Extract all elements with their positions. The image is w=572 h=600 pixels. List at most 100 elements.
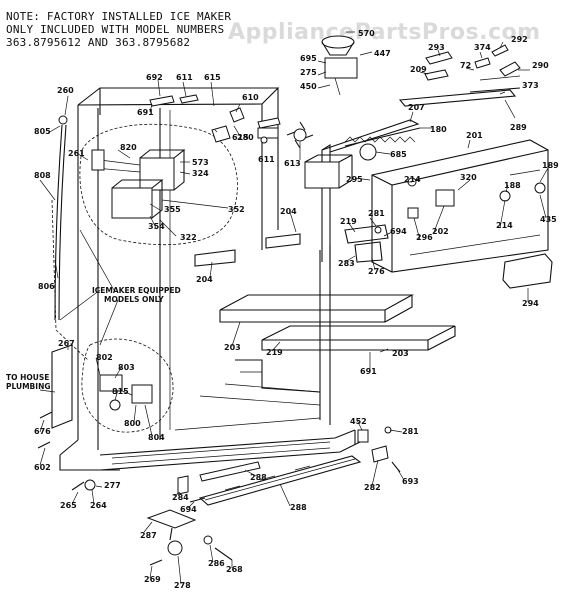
thermostat-control-housing bbox=[304, 143, 377, 189]
part-label: 180 bbox=[430, 125, 447, 134]
control-panel-housing bbox=[371, 139, 549, 273]
part-label: 267 bbox=[58, 339, 75, 348]
part-label: 611 bbox=[176, 73, 193, 82]
part-label: 277 bbox=[104, 481, 121, 490]
part-label: 296 bbox=[416, 233, 433, 242]
part-label: 201 bbox=[466, 131, 483, 140]
part-label: 802 bbox=[96, 353, 113, 362]
part-label: 693 bbox=[402, 477, 419, 486]
part-label: 293 bbox=[428, 43, 445, 52]
part-label: 214 bbox=[496, 221, 513, 230]
leader-lines bbox=[39, 31, 549, 585]
to-house-plumbing-line-1: TO HOUSE bbox=[6, 373, 49, 382]
part-label: 261 bbox=[68, 149, 85, 158]
part-label: 269 bbox=[144, 575, 161, 584]
fan-assembly bbox=[257, 121, 314, 149]
cabinet-liner bbox=[59, 87, 361, 471]
part-label: 209 bbox=[410, 65, 427, 74]
middle-right-hardware bbox=[344, 224, 389, 263]
part-label: 72 bbox=[460, 61, 471, 70]
part-number-labels: 570 447 695 275 450 293 374 292 72 290 209 373 289 69… bbox=[34, 29, 559, 590]
part-label: 290 bbox=[532, 61, 549, 70]
part-label: 691 bbox=[137, 108, 154, 117]
part-label: 808 bbox=[34, 171, 51, 180]
note-line-3: 363.8795612 AND 363.8795682 bbox=[6, 36, 191, 49]
part-label: 287 bbox=[140, 531, 157, 540]
part-label: 281 bbox=[368, 209, 385, 218]
part-label: 355 bbox=[164, 205, 181, 214]
factory-note: NOTE: FACTORY INSTALLED ICE MAKER ONLY I… bbox=[6, 10, 231, 75]
part-label: 207 bbox=[408, 103, 425, 112]
part-label: 805 bbox=[34, 127, 51, 136]
part-label: 204 bbox=[196, 275, 213, 284]
part-label: 570 bbox=[358, 29, 375, 38]
part-label: 613 bbox=[284, 159, 301, 168]
part-label: 278 bbox=[174, 581, 191, 590]
part-label: 573 bbox=[192, 158, 209, 167]
part-label: 281 bbox=[402, 427, 419, 436]
part-label: 322 bbox=[180, 233, 197, 242]
part-label: 289 bbox=[510, 123, 527, 132]
part-label: 695 bbox=[300, 54, 317, 63]
part-label: 214 bbox=[404, 175, 421, 184]
part-label: 692 bbox=[146, 73, 163, 82]
air-duct-channel bbox=[321, 119, 421, 270]
part-label: 615 bbox=[232, 133, 249, 142]
water-line-tubing bbox=[51, 115, 89, 361]
part-label: 803 bbox=[118, 363, 135, 372]
watermark: AppliancePartsPros.com bbox=[228, 20, 541, 45]
part-label: 435 bbox=[540, 215, 557, 224]
note-line-2: ONLY INCLUDED WITH MODEL NUMBERS bbox=[6, 23, 225, 36]
part-label: 219 bbox=[266, 348, 283, 357]
part-label: 324 bbox=[192, 169, 209, 178]
part-label: 202 bbox=[432, 227, 449, 236]
to-house-plumbing-line-2: PLUMBING bbox=[6, 382, 51, 391]
part-label: 288 bbox=[250, 473, 267, 482]
part-label: 374 bbox=[474, 43, 491, 52]
part-label: 602 bbox=[34, 463, 51, 472]
part-label: 447 bbox=[374, 49, 391, 58]
part-label: 295 bbox=[346, 175, 363, 184]
top-hinge-assembly bbox=[321, 35, 358, 96]
part-label: 286 bbox=[208, 559, 225, 568]
part-label: 282 bbox=[364, 483, 381, 492]
part-label: 685 bbox=[390, 150, 407, 159]
part-label: 806 bbox=[38, 282, 55, 291]
part-label: 203 bbox=[392, 349, 409, 358]
part-label: 320 bbox=[460, 173, 477, 182]
part-label: 676 bbox=[34, 427, 51, 436]
part-label: 188 bbox=[504, 181, 521, 190]
bottom-hardware bbox=[37, 411, 401, 566]
top-right-hardware bbox=[398, 44, 521, 107]
part-label: 203 bbox=[224, 343, 241, 352]
part-label: 615 bbox=[204, 73, 221, 82]
upper-small-hardware bbox=[149, 94, 281, 144]
part-label: 354 bbox=[148, 222, 165, 231]
part-label: 800 bbox=[124, 419, 141, 428]
part-label: 288 bbox=[290, 503, 307, 512]
part-label: 373 bbox=[522, 81, 539, 90]
part-label: 284 bbox=[172, 493, 189, 502]
to-house-plumbing-note: TO HOUSE PLUMBING bbox=[6, 373, 51, 391]
part-label: 450 bbox=[300, 82, 317, 91]
part-label: 268 bbox=[226, 565, 243, 574]
part-label: 352 bbox=[228, 205, 245, 214]
part-label: 283 bbox=[338, 259, 355, 268]
part-label: 452 bbox=[350, 417, 367, 426]
part-label: 275 bbox=[300, 68, 317, 77]
part-label: 280 bbox=[237, 133, 254, 142]
part-label: 292 bbox=[511, 35, 528, 44]
icemaker-equipped-line-2: MODELS ONLY bbox=[104, 295, 164, 304]
part-label: 276 bbox=[368, 267, 385, 276]
part-label: 815 bbox=[112, 387, 129, 396]
light-shield bbox=[502, 253, 553, 289]
part-label: 804 bbox=[148, 433, 165, 442]
note-line-1: NOTE: FACTORY INSTALLED ICE MAKER bbox=[6, 10, 232, 23]
part-label: 204 bbox=[280, 207, 297, 216]
water-valve-assembly bbox=[51, 338, 174, 433]
part-label: 611 bbox=[258, 155, 275, 164]
part-label: 294 bbox=[522, 299, 539, 308]
part-label: 694 bbox=[180, 505, 197, 514]
